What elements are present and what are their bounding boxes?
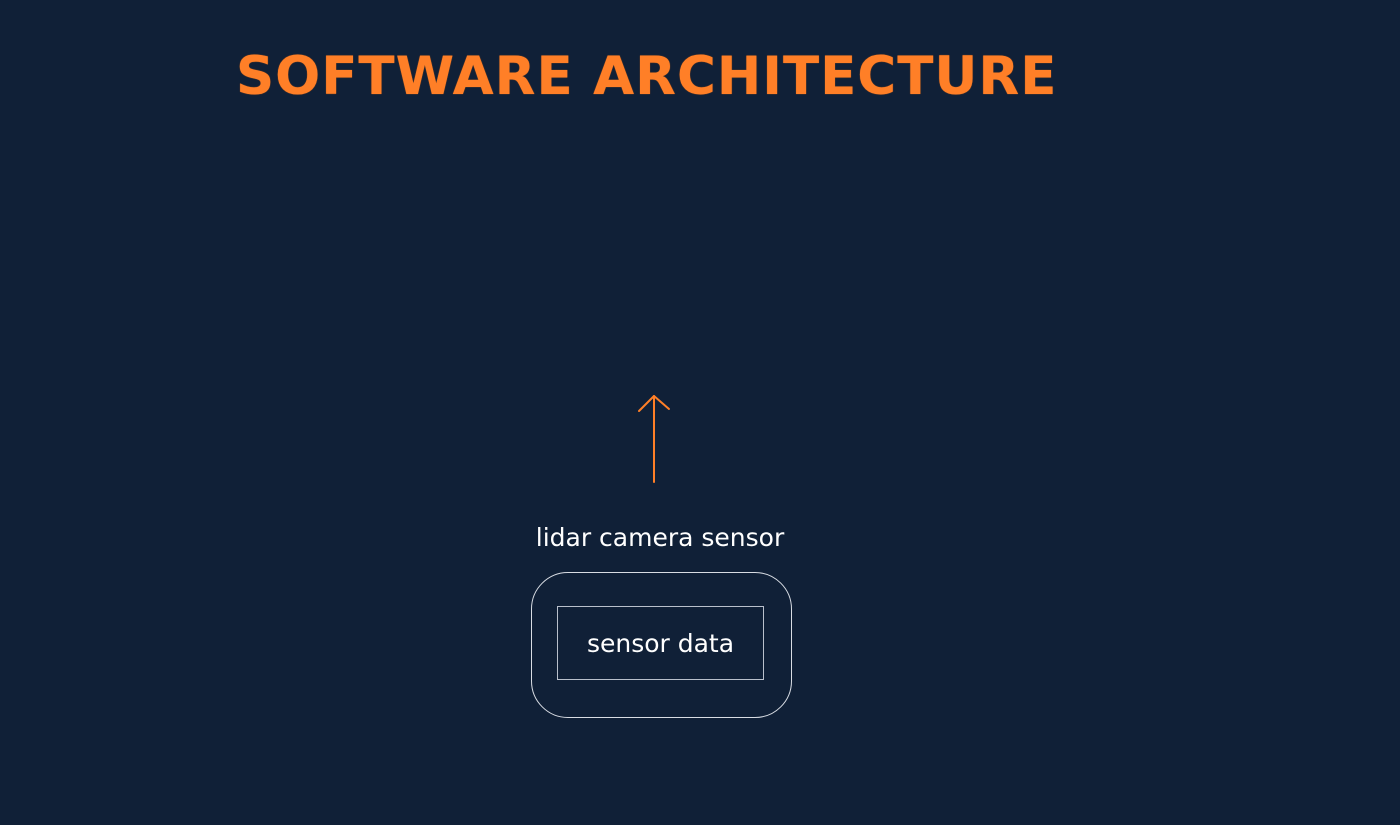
node-label: lidar camera sensor (535, 523, 785, 552)
up-arrow-icon (638, 395, 670, 483)
page-title: SOFTWARE ARCHITECTURE (236, 46, 1058, 107)
sensor-data-box: sensor data (557, 606, 764, 680)
sensor-data-label: sensor data (586, 628, 735, 658)
sensor-node-container (531, 572, 792, 718)
